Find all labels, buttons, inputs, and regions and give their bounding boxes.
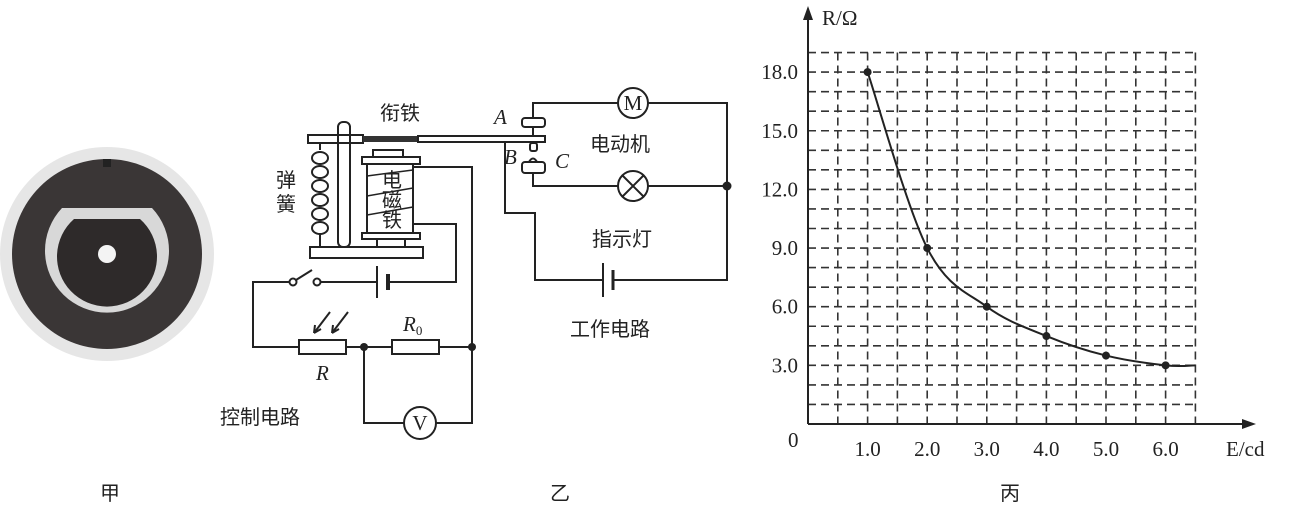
- voltmeter: [403, 406, 437, 440]
- working-battery: [602, 263, 615, 297]
- light-arrows-icon: [313, 311, 349, 334]
- photoresistor-label: R: [315, 361, 329, 385]
- voltmeter-symbol: V: [412, 411, 427, 435]
- spring: [311, 143, 329, 247]
- x-tick-label: 5.0: [1093, 437, 1119, 461]
- contact-C: [521, 157, 546, 174]
- junction-dot: [722, 181, 732, 191]
- y-tick-label: 18.0: [761, 60, 798, 84]
- control-switch: [288, 269, 322, 287]
- data-point: [982, 302, 991, 311]
- electromagnet-label-1: 电: [382, 168, 402, 192]
- figure-label-b: 乙: [550, 481, 570, 505]
- resistor-r0-label: R0: [402, 312, 422, 338]
- armature: [363, 136, 418, 142]
- chart-grid: [808, 51, 1197, 424]
- relay-circuit-diagram: 电 磁 铁 衔铁 弹 簧 V R R0 控制电路: [220, 87, 732, 440]
- contact-b-label: B: [504, 145, 517, 169]
- data-point: [923, 244, 932, 253]
- figure-label-c: 丙: [1000, 481, 1020, 505]
- contact-a-label: A: [492, 105, 507, 129]
- y-tick-label: 9.0: [772, 236, 798, 260]
- y-tick-label: 15.0: [761, 119, 798, 143]
- coil-wire-top: [413, 166, 473, 347]
- wire: [252, 281, 299, 348]
- data-point: [1102, 351, 1110, 360]
- y-tick-label: 6.0: [772, 295, 798, 319]
- data-curve: [866, 71, 1196, 368]
- lamp-wire: [532, 173, 727, 187]
- motor-label: 电动机: [590, 132, 650, 156]
- electromagnet: [361, 149, 421, 248]
- armature-pivot: [307, 134, 364, 144]
- origin-label: 0: [788, 428, 799, 452]
- data-points: [863, 68, 1170, 370]
- data-point: [1161, 361, 1170, 370]
- contact-A: [521, 117, 546, 136]
- voltmeter-wire: [363, 347, 473, 424]
- armature-arm: [417, 135, 546, 143]
- spring-label-2: 簧: [276, 192, 296, 216]
- coil-wire-bottom: [388, 223, 457, 283]
- relay-post: [337, 121, 351, 248]
- indicator-lamp: [617, 170, 649, 202]
- photoresistor-R: [298, 339, 347, 355]
- x-tick-label: 1.0: [854, 437, 880, 461]
- motor: [617, 87, 649, 119]
- working-circuit-label: 工作电路: [570, 317, 650, 341]
- x-tick-label: 4.0: [1033, 437, 1059, 461]
- resistor-R0: [391, 339, 440, 355]
- control-battery: [376, 266, 390, 298]
- data-point: [863, 68, 872, 77]
- y-axis-arrow-icon: [803, 6, 813, 20]
- electromagnet-label-3: 铁: [382, 208, 402, 232]
- indicator-lamp-label: 指示灯: [592, 227, 652, 251]
- control-circuit-label: 控制电路: [220, 405, 300, 429]
- contact-c-label: C: [555, 149, 570, 173]
- x-axis-label: E/cd: [1226, 437, 1265, 461]
- motor-wire: [532, 102, 728, 281]
- chart-tick-labels: 1.0 2.0 3.0 4.0 5.0 6.0 3.0 6.0 9.0 12.0 15.0 18.0: [761, 60, 1178, 461]
- contact-B: [529, 142, 538, 152]
- x-tick-label: 2.0: [914, 437, 940, 461]
- robot-vacuum-image: [0, 147, 214, 361]
- armature-wire: [504, 142, 603, 281]
- electromagnet-label-2: 磁: [382, 188, 402, 212]
- spring-label-1: 弹: [276, 168, 296, 192]
- armature-label: 衔铁: [380, 101, 420, 125]
- relay-base: [309, 246, 424, 259]
- motor-symbol: M: [624, 91, 643, 115]
- figure-label-a: 甲: [100, 481, 120, 505]
- x-axis-arrow-icon: [1242, 419, 1256, 429]
- y-tick-label: 12.0: [761, 177, 798, 201]
- chart-axes: [803, 6, 1256, 429]
- y-axis-label: R/Ω: [822, 6, 857, 30]
- x-tick-label: 3.0: [974, 437, 1000, 461]
- data-point: [1042, 332, 1051, 341]
- x-tick-label: 6.0: [1152, 437, 1178, 461]
- y-tick-label: 3.0: [772, 353, 798, 377]
